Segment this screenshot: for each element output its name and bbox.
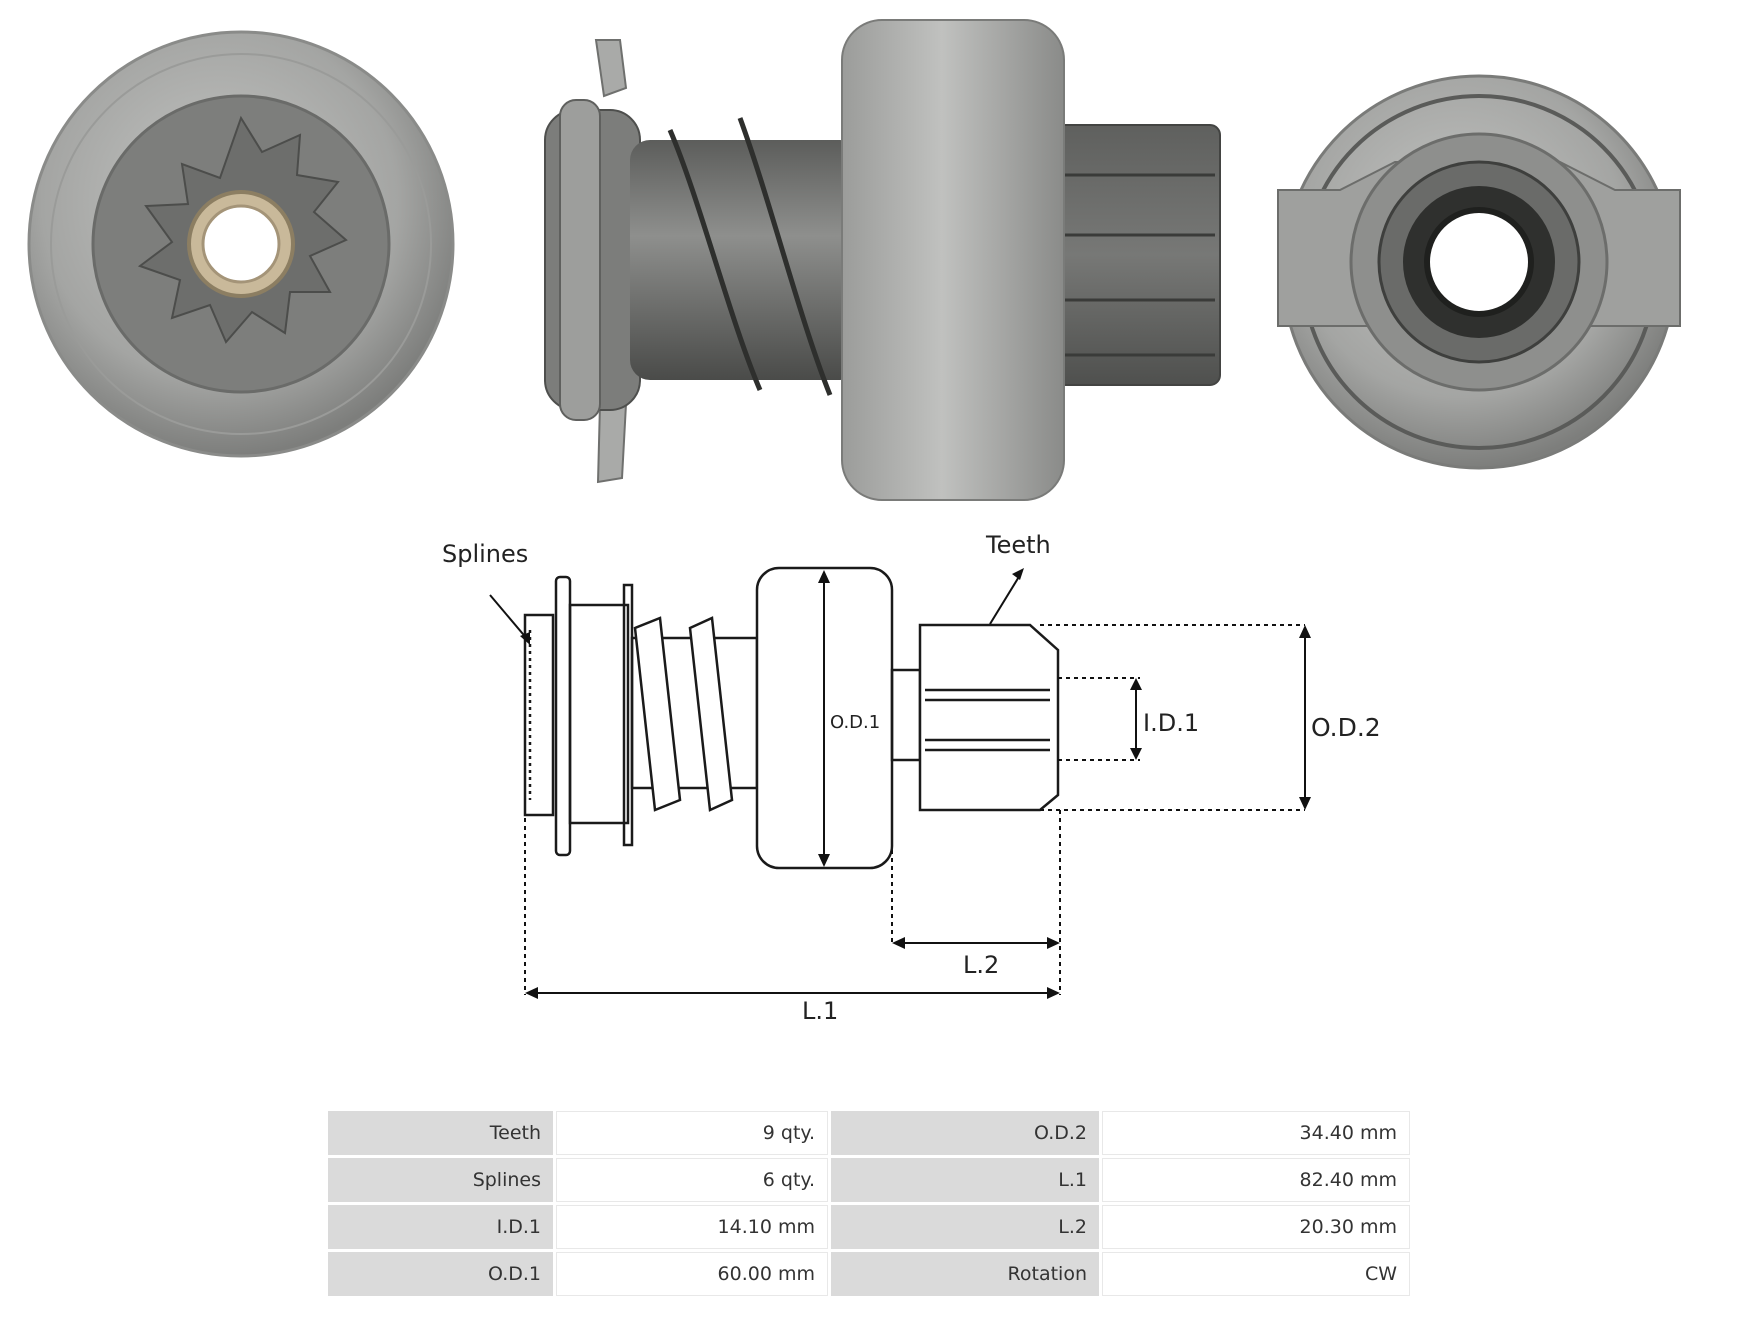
- splines-label: Splines: [442, 540, 528, 568]
- spec-value: CW: [1102, 1252, 1410, 1296]
- spec-key: Rotation: [831, 1252, 1099, 1296]
- diagram-flange: [554, 575, 572, 857]
- diagram-spline-end: [523, 613, 555, 817]
- spec-key: L.1: [831, 1158, 1099, 1202]
- spec-key: I.D.1: [328, 1205, 553, 1249]
- specs-table: Teeth 9 qty. O.D.2 34.40 mm Splines 6 qt…: [325, 1108, 1413, 1299]
- diagram-spring: [633, 616, 734, 812]
- spec-value: 20.30 mm: [1102, 1205, 1410, 1249]
- table-row: Teeth 9 qty. O.D.2 34.40 mm: [328, 1111, 1410, 1155]
- spring-photo: [667, 117, 833, 396]
- spec-value: 60.00 mm: [556, 1252, 828, 1296]
- id1-label: I.D.1: [1143, 709, 1199, 737]
- spec-value: 6 qty.: [556, 1158, 828, 1202]
- spec-key: O.D.2: [831, 1111, 1099, 1155]
- teeth-leader: [989, 574, 1021, 625]
- teeth-label: Teeth: [985, 531, 1051, 559]
- side-view-photo: [544, 19, 1221, 501]
- od2-label: O.D.2: [1311, 713, 1381, 742]
- spec-value: 9 qty.: [556, 1111, 828, 1155]
- spec-key: O.D.1: [328, 1252, 553, 1296]
- l1-label: L.1: [802, 997, 838, 1025]
- splines-leader: [489, 594, 529, 641]
- diagram-pinion: [918, 623, 1060, 812]
- l2-label: L.2: [963, 951, 999, 979]
- spec-value: 82.40 mm: [1102, 1158, 1410, 1202]
- spec-key: Splines: [328, 1158, 553, 1202]
- rear-view-photo: [1277, 74, 1681, 470]
- spec-value: 34.40 mm: [1102, 1111, 1410, 1155]
- spec-key: L.2: [831, 1205, 1099, 1249]
- table-row: I.D.1 14.10 mm L.2 20.30 mm: [328, 1205, 1410, 1249]
- table-row: O.D.1 60.00 mm Rotation CW: [328, 1252, 1410, 1296]
- spec-key: Teeth: [328, 1111, 553, 1155]
- table-row: Splines 6 qty. L.1 82.40 mm: [328, 1158, 1410, 1202]
- product-photos: [27, 19, 1681, 501]
- dimension-diagram: Splines Teeth O.D.1 I.D.1 O.D.2 L.2 L.1: [442, 531, 1381, 1025]
- od1-label: O.D.1: [830, 712, 880, 733]
- spec-value: 14.10 mm: [556, 1205, 828, 1249]
- front-view-photo: [27, 30, 455, 458]
